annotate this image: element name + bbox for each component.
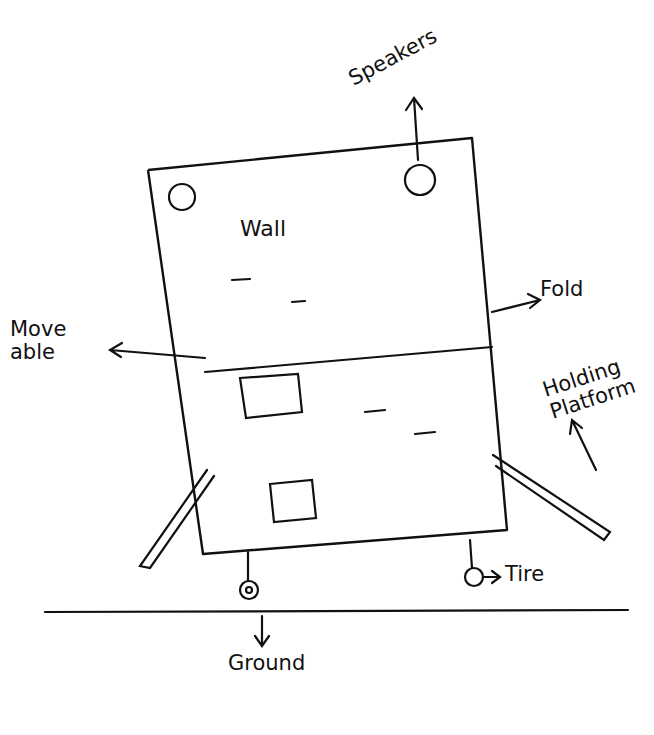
leader-arrow: [492, 294, 540, 312]
tire-hub: [246, 587, 252, 593]
leader-arrow: [570, 420, 596, 470]
tire-axle: [470, 540, 472, 568]
wall-label: Wall: [240, 216, 286, 241]
panel-square: [240, 374, 302, 418]
leader-arrow: [255, 616, 269, 646]
part-label: Tire: [505, 563, 575, 586]
leader-arrow: [406, 98, 422, 160]
speaker-circle: [405, 165, 435, 195]
panel-square: [270, 480, 316, 522]
part-label: Holding Platform: [540, 348, 654, 424]
wall-outline: [140, 128, 515, 563]
leader-arrow: [110, 343, 205, 358]
part-label: Ground: [228, 652, 348, 675]
wall-panel: Wall: [140, 128, 515, 563]
wall-outline-path: [148, 138, 507, 554]
part-label: Speakers: [345, 9, 471, 90]
dash-mark: [415, 432, 435, 434]
part-label: Fold: [540, 278, 620, 301]
tire-axle: [247, 552, 249, 580]
ground-line: [45, 610, 628, 612]
speaker-circle: [169, 184, 195, 210]
leader-arrow: [484, 571, 500, 583]
fold-line: [205, 347, 492, 372]
holding-leg: [493, 455, 610, 540]
dash-mark: [365, 410, 385, 412]
dash-mark: [292, 301, 305, 302]
tire-circle: [240, 581, 258, 599]
tire-circle: [465, 568, 483, 586]
dash-mark: [232, 279, 250, 280]
part-label: Move able: [10, 318, 90, 364]
